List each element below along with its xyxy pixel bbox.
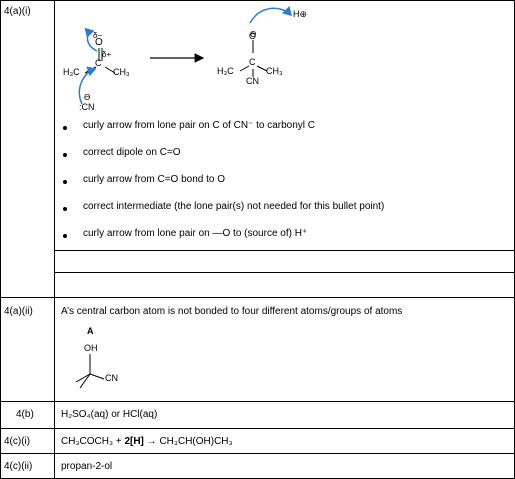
question-label: 4(b): [16, 409, 34, 420]
mechanism-diagram: [78, 5, 293, 105]
marking-point: correct intermediate (the lone pair(s) n…: [83, 201, 385, 212]
row-divider: [0, 453, 515, 454]
row-divider: [54, 272, 515, 273]
bullet-icon: [63, 126, 67, 130]
curly-arrow-icon: [78, 66, 97, 105]
proton-label: H⊕: [293, 9, 308, 19]
structure-a-diagram: [75, 354, 105, 389]
oxygen-atom: O: [249, 31, 257, 41]
nitrile-group: CN: [105, 373, 118, 383]
equation-reagent: 2[H]: [124, 436, 144, 447]
structure-label: A: [87, 326, 94, 336]
marking-point: correct dipole on C=O: [83, 147, 181, 158]
methyl-group: H₃C: [217, 66, 234, 76]
bullet-icon: [63, 153, 67, 157]
curly-arrow-icon: [84, 27, 98, 52]
equation-rhs: CH₃CH(OH)CH₃: [159, 436, 233, 447]
carbon-atom: C: [249, 57, 256, 67]
row-divider: [0, 401, 515, 402]
table-border-top: [0, 0, 515, 1]
equation-arrow: →: [146, 436, 157, 447]
carbon-atom: C: [95, 58, 102, 68]
methyl-group: CH₃: [113, 67, 130, 77]
table-border-left: [0, 0, 1, 479]
negative-charge-icon: ϴ: [84, 93, 91, 102]
nitrile-group: CN: [246, 76, 259, 86]
methyl-group: H₃C: [63, 67, 80, 77]
bullet-icon: [63, 180, 67, 184]
answer-text: A’s central carbon atom is not bonded to…: [61, 306, 403, 317]
marking-point: curly arrow from C=O bond to O: [83, 174, 225, 185]
negative-charge-icon: ϴ: [250, 30, 257, 39]
bullet-icon: [63, 207, 67, 211]
column-divider: [54, 0, 55, 479]
oxygen-atom: O: [95, 37, 103, 48]
delta-minus-label: δ−: [93, 31, 103, 40]
question-label: 4(c)(i): [4, 436, 31, 447]
cyanide-ion: :CN: [79, 102, 95, 112]
methyl-group: CH₃: [266, 66, 283, 76]
equation: CH₃COCH₃ + 2[H] → CH₃CH(OH)CH₃: [61, 436, 233, 447]
question-label: 4(a)(i): [4, 6, 31, 17]
marking-point: curly arrow from lone pair on C of CN⁻ t…: [83, 120, 316, 131]
marking-point: curly arrow from lone pair on —O to (sou…: [83, 228, 308, 239]
row-divider: [0, 428, 515, 429]
delta-plus-label: δ+: [102, 50, 112, 59]
hydroxyl-group: OH: [84, 343, 98, 353]
question-label: 4(c)(ii): [4, 461, 33, 472]
answer-text: H₂SO₄(aq) or HCl(aq): [61, 409, 158, 420]
row-divider: [54, 250, 515, 251]
answer-text: propan-2-ol: [61, 461, 113, 472]
equation-lhs: CH₃COCH₃ +: [61, 436, 125, 447]
question-label: 4(a)(ii): [4, 306, 33, 317]
curly-arrow-icon: [249, 5, 293, 24]
bullet-icon: [63, 234, 67, 238]
row-divider: [0, 297, 515, 298]
